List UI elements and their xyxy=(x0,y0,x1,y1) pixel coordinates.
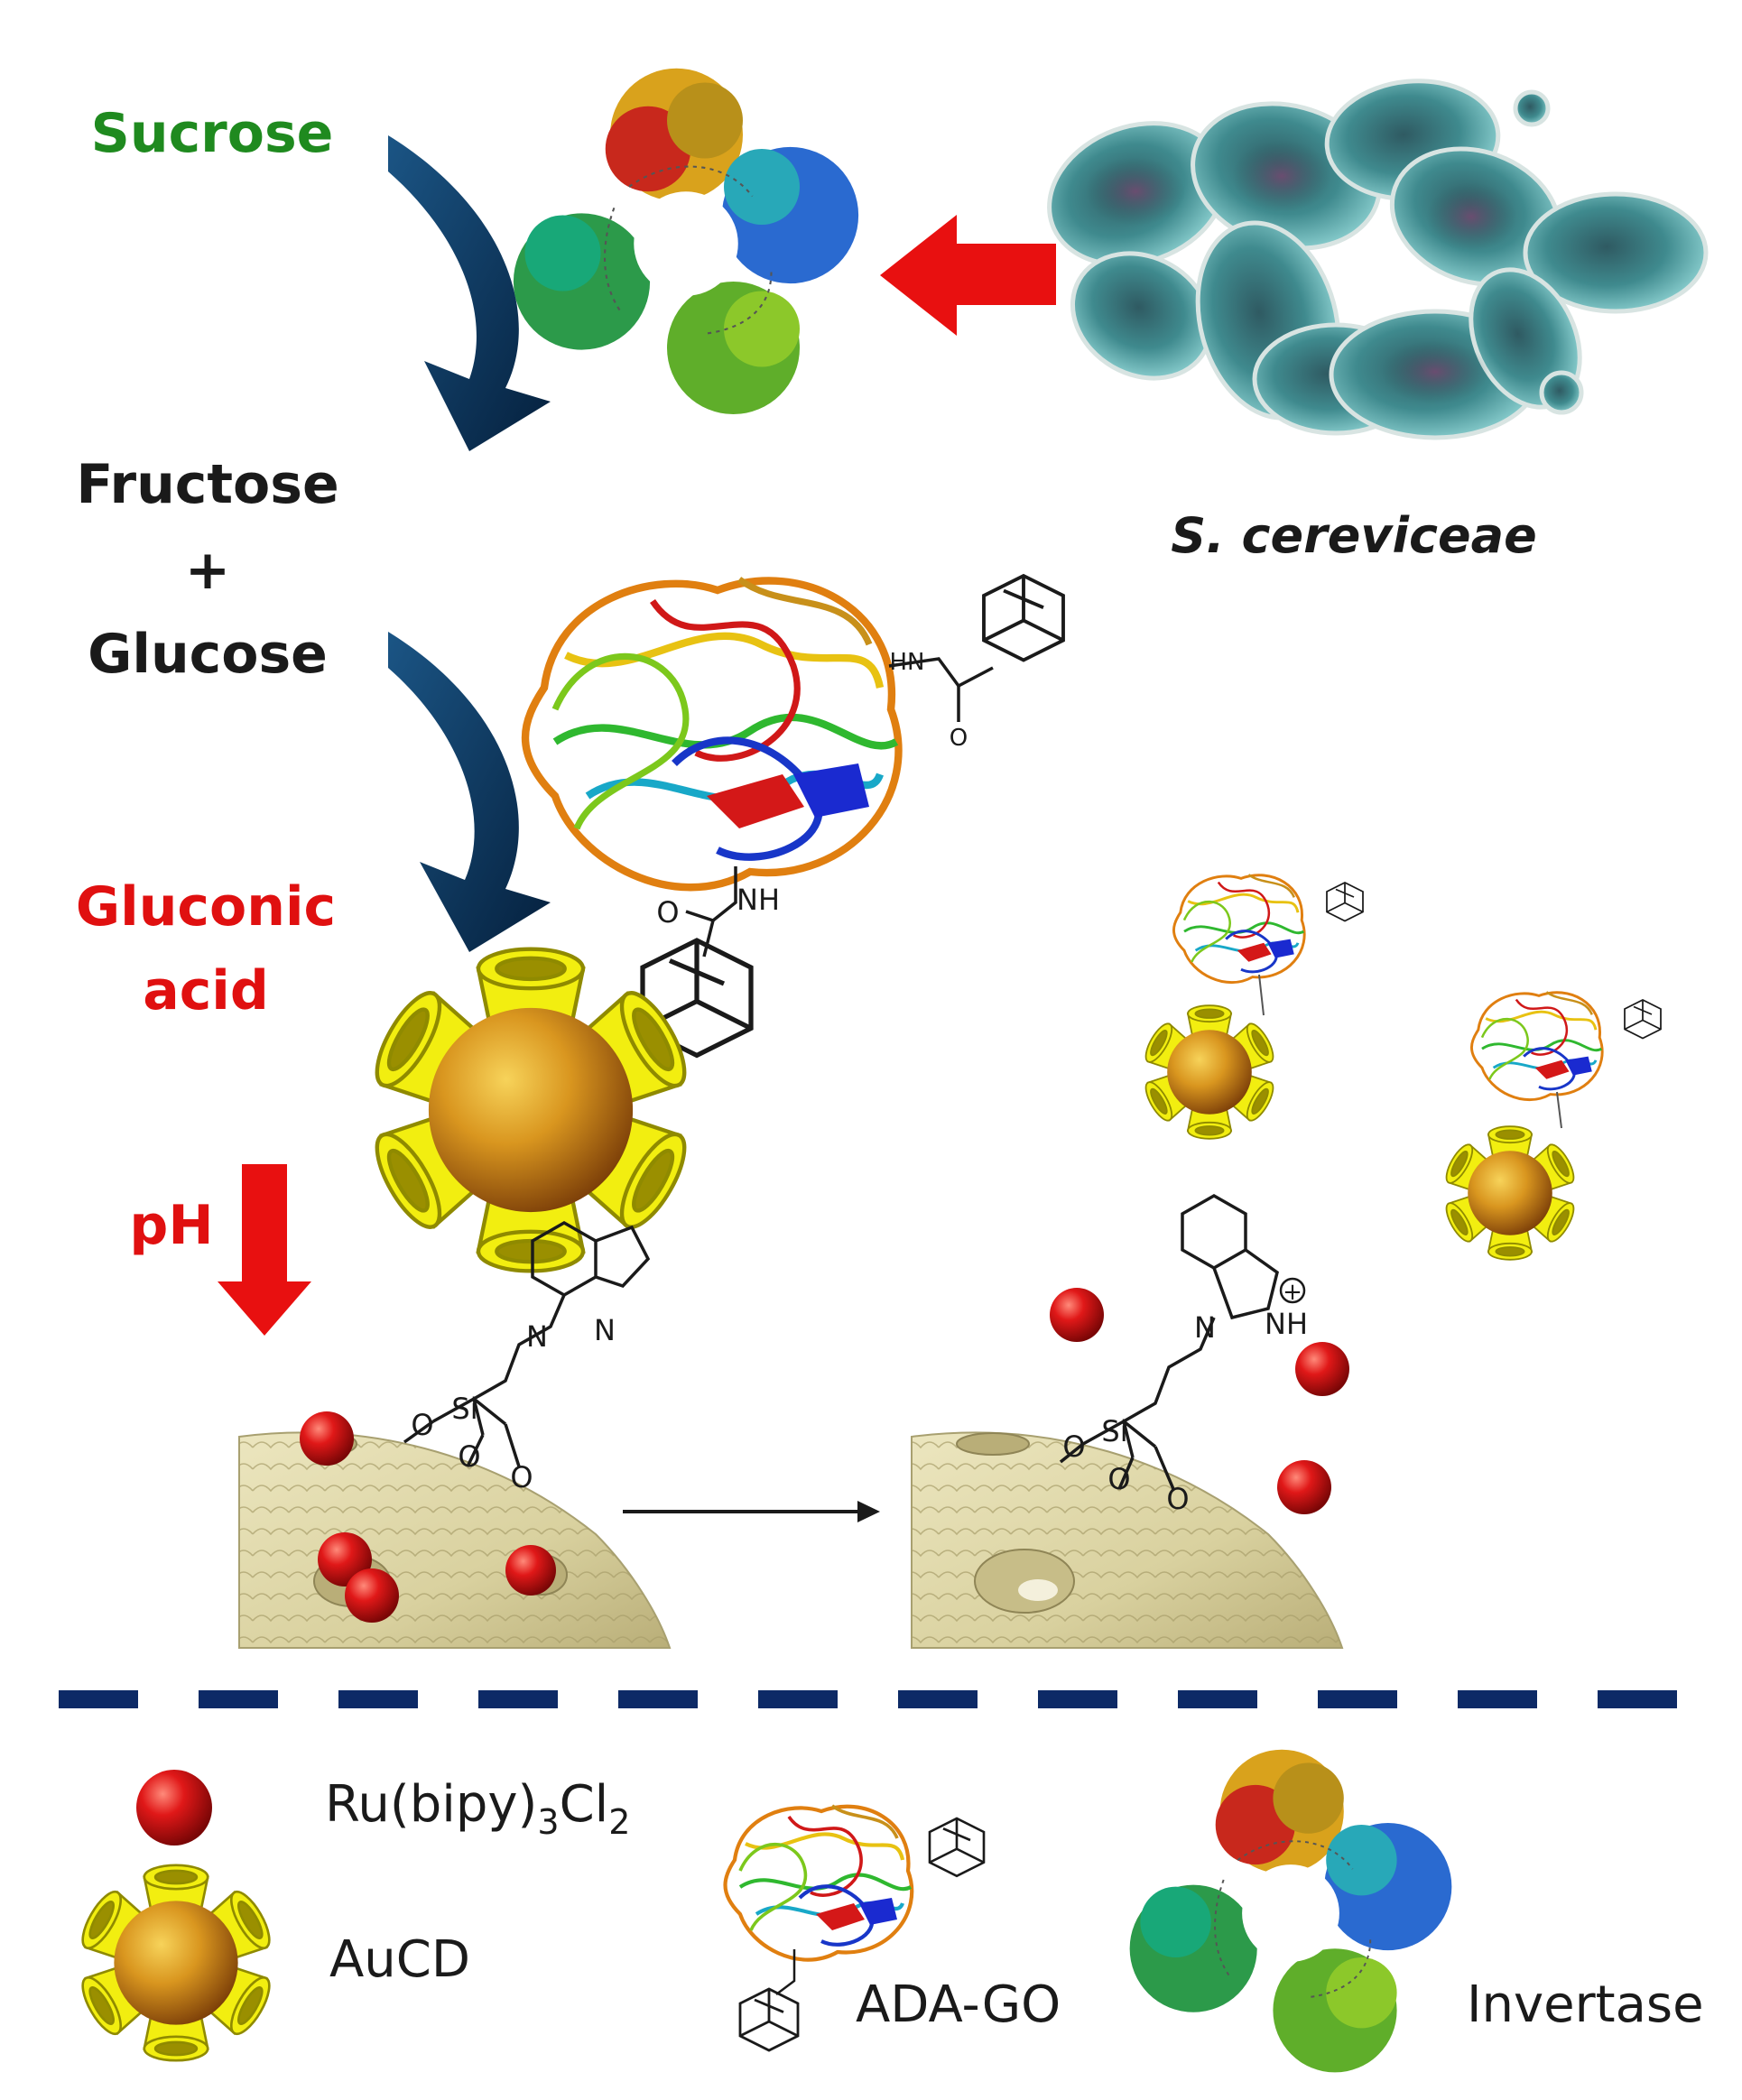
gluconic-acid-label-line2: acid xyxy=(143,959,269,1022)
red-arrow-yeast-to-invertase xyxy=(880,215,1056,336)
curved-arrow-glucose-to-gluconic xyxy=(388,632,551,952)
chem-si-right: Si xyxy=(1101,1414,1127,1448)
gluconic-acid-label-line1: Gluconic xyxy=(76,875,336,939)
legend-ruthenium-label: Ru(bipy)3Cl2 xyxy=(325,1775,630,1842)
chem-o-lower: O xyxy=(656,895,679,930)
ada-linker-upper: HN O xyxy=(888,574,1065,752)
ph-label: pH xyxy=(129,1194,213,1257)
legend-invertase-label: Invertase xyxy=(1467,1975,1704,2034)
legend-ru-sub1: 3 xyxy=(537,1802,559,1842)
release-arrow xyxy=(623,1501,880,1522)
glucose-oxidase-protein xyxy=(525,579,898,887)
fructose-label: Fructose xyxy=(76,453,338,516)
legend-aucd-label: AuCD xyxy=(329,1930,470,1989)
legend-adago-label: ADA-GO xyxy=(856,1975,1061,2034)
chem-si-left: Si xyxy=(451,1392,477,1426)
ruthenium-cargo-left xyxy=(300,1411,556,1623)
chem-n-right: N xyxy=(1194,1310,1216,1345)
positive-charge-circle xyxy=(1279,1277,1306,1304)
glucose-label: Glucose xyxy=(88,623,328,686)
chem-nh-plus-right: NH xyxy=(1265,1307,1308,1341)
invertase-enzyme xyxy=(512,67,860,416)
chem-o2-right: O xyxy=(1107,1462,1130,1496)
organism-label: S. cereviceae xyxy=(1171,507,1537,564)
chem-o1-left: O xyxy=(411,1408,433,1442)
legend-aucd-icon xyxy=(74,1864,278,2062)
legend-ru-sub2: 2 xyxy=(608,1802,630,1842)
silica-nanoparticle-right xyxy=(911,1431,1344,1649)
sucrose-label: Sucrose xyxy=(91,102,334,165)
released-complex-1 xyxy=(1140,873,1364,1140)
chem-n2-left: N xyxy=(594,1313,616,1347)
chem-o-upper: O xyxy=(950,725,968,752)
chem-o1-right: O xyxy=(1062,1429,1085,1464)
ada-linker-lower: O NH xyxy=(643,866,780,1056)
silica-nanoparticle-left xyxy=(238,1431,672,1649)
benzimidazolium-linker-right xyxy=(1059,1193,1279,1490)
legend-ru-main: Ru(bipy) xyxy=(325,1775,537,1834)
chem-hn-upper: HN xyxy=(890,649,925,676)
chem-nh-lower: NH xyxy=(737,883,780,917)
legend-adago-icon xyxy=(726,1806,986,2052)
legend-invertase-icon xyxy=(1128,1748,1453,2074)
chem-o3-left: O xyxy=(510,1460,533,1494)
benzimidazole-linker-left xyxy=(403,1220,651,1467)
ph-down-arrow xyxy=(218,1164,311,1336)
yeast-nuclei xyxy=(1086,140,1516,403)
legend-ruthenium-icon xyxy=(136,1770,212,1846)
chem-o2-left: O xyxy=(458,1439,480,1474)
aucd-nanoparticle-large xyxy=(366,949,697,1272)
chem-o3-right: O xyxy=(1166,1482,1189,1516)
curved-arrow-sucrose-to-glucose xyxy=(388,135,551,451)
ruthenium-released xyxy=(1050,1288,1349,1514)
plus-label: + xyxy=(185,539,230,602)
yeast-cells xyxy=(1047,79,1709,440)
chem-plus-charge: + xyxy=(1283,1279,1302,1306)
chem-n1-left: N xyxy=(526,1319,548,1354)
released-complex-2 xyxy=(1441,990,1662,1261)
legend-ru-cl: Cl xyxy=(560,1775,609,1834)
